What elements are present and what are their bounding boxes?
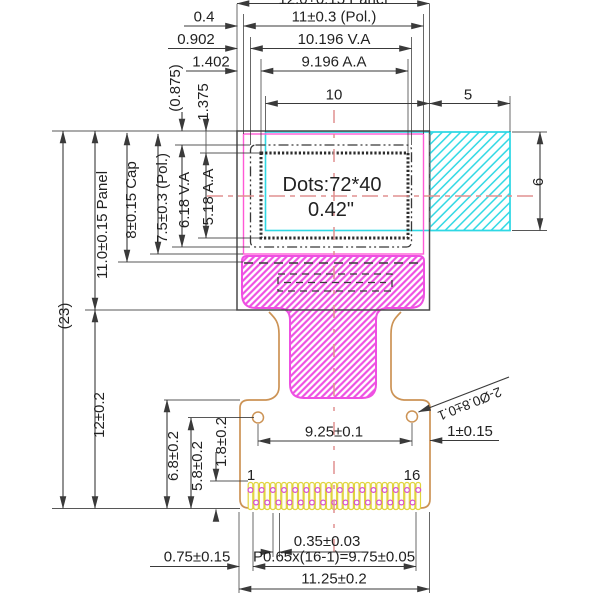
pad-through-hole-ring	[392, 486, 399, 494]
connector-pad-strip	[292, 481, 299, 511]
connector-pad-strip	[281, 481, 287, 511]
dim-aa-height: 5.18 A.A	[200, 169, 217, 226]
pad-through-hole-ring	[348, 486, 355, 494]
pad-through-hole-ring	[409, 499, 416, 506]
dim-pad-length: 1.8±0.2	[213, 417, 230, 467]
connector-pad-strip	[337, 481, 343, 511]
pad-through-hole-ring	[280, 486, 288, 494]
dim-tab-width: 11.25±0.2	[301, 571, 367, 588]
ic-bonding-area	[241, 255, 425, 399]
dim-pad-pitch: P0.65x(16-1)=9.75±0.05	[253, 549, 415, 566]
pad-through-hole-ring	[359, 486, 366, 494]
dim-cap-height: 8±0.15 Cap	[123, 161, 140, 238]
pad-through-hole-ring	[247, 486, 254, 494]
dim-panel-width: 12.0±0.15 Panel	[278, 0, 387, 8]
connector-pad-strip	[392, 481, 399, 511]
pad-through-hole-ring	[314, 486, 321, 494]
pad-through-hole-ring	[292, 486, 299, 494]
dim-total-height: (23)	[56, 303, 73, 330]
dim-fpc-length: 12±0.2	[91, 392, 108, 438]
pin-16-label: 16	[404, 467, 421, 484]
holes-leader-line	[418, 376, 510, 413]
dim-aa-width: 9.196 A.A	[301, 54, 366, 71]
dim-pad-width: 0.35±0.03	[294, 533, 361, 550]
connector-pad-strip	[269, 481, 276, 511]
display-size-note: 0.42"	[308, 199, 354, 221]
dim-edge-to-pol: 0.4	[194, 9, 215, 26]
dim-tab-height: 6.8±0.2	[165, 431, 182, 481]
dim-edge-to-va-vertical: (0.875)	[167, 64, 184, 112]
mounting-hole-right	[405, 410, 419, 423]
connector-pad-strip	[303, 481, 310, 511]
pad-through-hole-ring	[264, 499, 271, 506]
connector-pad-strip	[258, 481, 265, 511]
dim-hole-to-bottom: 5.8±0.2	[189, 441, 206, 491]
pad-through-hole-ring	[325, 486, 332, 494]
pad-through-hole-ring	[269, 486, 276, 494]
dim-edge-to-aa: 1.402	[192, 54, 230, 71]
dim-panel-height: 11.0±0.15 Panel	[94, 171, 111, 279]
connector-pad-strip	[415, 481, 422, 511]
pad-through-hole-ring	[353, 499, 360, 506]
dimension-labels: 12.0±0.15 Panel 11±0.3 (Pol.) 10.196 V.A…	[56, 0, 547, 588]
connector-pad-strip	[370, 481, 377, 511]
connector-pad-strip	[247, 481, 254, 511]
holes-note: 2-Ø0.8±0.1	[436, 384, 504, 423]
pad-through-hole-ring	[297, 499, 304, 506]
cap-glass-outline	[264, 131, 511, 232]
dim-hole-to-edge: 1±0.15	[447, 423, 493, 440]
dim-pol-height: 7.5±0.3 (Pol.)	[154, 153, 171, 243]
pad-through-hole-ring	[376, 499, 383, 506]
mounting-hole-left	[251, 411, 265, 424]
pad-through-hole-ring	[253, 499, 260, 506]
pad-through-hole-ring	[387, 499, 394, 506]
pin-1-label: 1	[247, 467, 255, 484]
dim-edge-to-va: 0.902	[177, 31, 215, 48]
pad-through-hole-ring	[320, 499, 327, 506]
pad-through-hole-ring	[403, 486, 411, 494]
pad-through-hole-ring	[364, 499, 371, 506]
pad-through-hole-ring	[370, 486, 377, 494]
connector-pad-strip	[348, 481, 355, 511]
dim-cap-overhang-height: 6	[530, 178, 547, 186]
pad-through-hole-ring	[308, 499, 316, 506]
dim-cap-overhang: 5	[464, 87, 472, 104]
dimension-lines	[59, 0, 544, 593]
cap-overhang-hatched	[429, 131, 511, 232]
pad-through-hole-ring	[342, 499, 349, 506]
pad-through-hole-ring	[286, 499, 293, 506]
connector-pad-strip	[314, 481, 321, 511]
pad-through-hole-ring	[398, 499, 405, 506]
display-dots-note: Dots:72*40	[283, 174, 382, 196]
pad-through-hole-ring	[258, 486, 265, 494]
pad-through-hole-ring	[275, 499, 282, 506]
connector-pad-strip	[381, 481, 388, 511]
dim-va-width: 10.196 V.A	[298, 31, 371, 48]
pad-through-hole-ring	[303, 486, 310, 494]
dim-va-height: 6.18 V.A	[176, 172, 193, 228]
pad-through-hole-ring	[336, 486, 343, 494]
dim-edge-to-aa-vertical: 1.375	[195, 83, 212, 121]
pad-through-hole-ring	[381, 486, 388, 494]
center-lines	[207, 110, 537, 556]
connector-pad-strip	[404, 481, 410, 511]
connector-pad-strip	[359, 481, 366, 511]
dim-pol-width: 11±0.3 (Pol.)	[292, 9, 377, 26]
dim-cap-over-panel: 10	[326, 87, 343, 104]
connector-pads	[247, 481, 422, 511]
dim-hole-span: 9.25±0.1	[305, 424, 363, 441]
driver-ic-outline	[277, 273, 393, 292]
pad-through-hole-ring	[415, 486, 422, 494]
dim-edge-to-pin1: 0.75±0.15	[164, 549, 231, 566]
connector-pad-strip	[325, 481, 332, 511]
